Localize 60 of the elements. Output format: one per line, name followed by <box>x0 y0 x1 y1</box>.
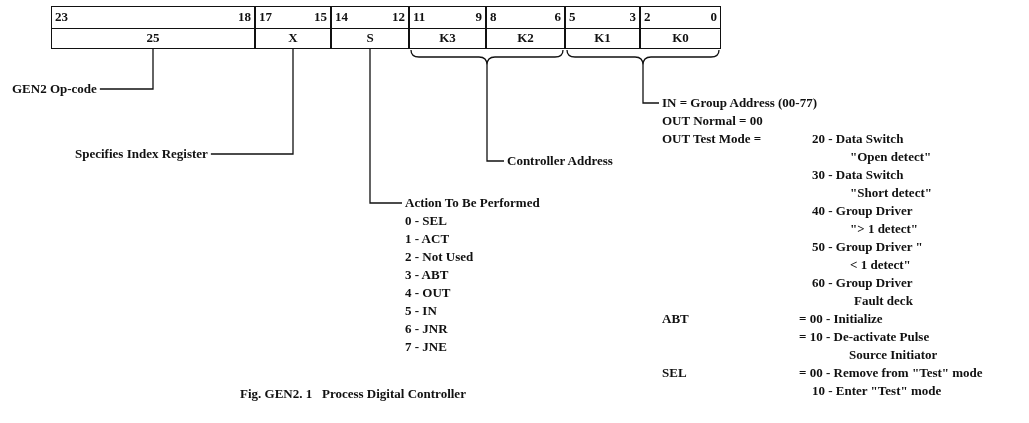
bit-number: 8 <box>490 8 497 26</box>
note-line: = 00 - Initialize <box>799 310 883 328</box>
list-item: 3 - ABT <box>405 266 449 284</box>
field-label: GEN2 Op-code <box>12 80 97 98</box>
note-line: 50 - Group Driver "< 1 detect" <box>812 238 924 274</box>
list-item: 7 - JNE <box>405 338 447 356</box>
note-line: = 10 - De-activate Pulse Source Initiator <box>799 328 939 364</box>
note-line: 30 - Data Switch "Short detect" <box>812 166 933 202</box>
bit-number: 9 <box>475 8 482 26</box>
note-line: OUT Test Mode = <box>662 130 762 148</box>
field-cell: S <box>331 28 409 49</box>
bit-range-cell <box>51 6 255 29</box>
field-label: Specifies Index Register <box>75 145 208 163</box>
bit-number: 5 <box>569 8 576 26</box>
bit-number: 18 <box>238 8 251 26</box>
bit-number: 12 <box>392 8 405 26</box>
list-item: 4 - OUT <box>405 284 451 302</box>
field-cell: K0 <box>640 28 721 49</box>
field-cell: K1 <box>565 28 640 49</box>
note-line: OUT Normal = 00 <box>662 112 763 130</box>
bit-number: 3 <box>629 8 636 26</box>
bit-range-cell <box>565 6 640 29</box>
bit-number: 2 <box>644 8 651 26</box>
note-line: SEL <box>662 364 687 382</box>
list-item: 1 - ACT <box>405 230 450 248</box>
list-heading: Action To Be Performed <box>405 194 540 212</box>
note-line: 40 - Group Driver "> 1 detect" <box>812 202 920 238</box>
field-label: Controller Address <box>507 152 613 170</box>
bit-number: 11 <box>413 8 426 26</box>
brace-leader <box>566 49 720 104</box>
field-cell: X <box>255 28 331 49</box>
list-item: 0 - SEL <box>405 212 447 230</box>
note-line: IN = Group Address (00-77) <box>662 94 817 112</box>
leader-line <box>99 48 154 90</box>
note-line: = 00 - Remove from "Test" mode <box>799 364 983 382</box>
bit-range-cell <box>331 6 409 29</box>
field-cell: K3 <box>409 28 486 49</box>
bit-number: 17 <box>259 8 272 26</box>
figure-caption: Fig. GEN2. 1 Process Digital Controller <box>240 385 466 403</box>
leader-line <box>210 48 294 155</box>
bit-number: 23 <box>55 8 68 26</box>
bit-number: 14 <box>335 8 348 26</box>
field-cell: 25 <box>51 28 255 49</box>
list-item: 5 - IN <box>405 302 437 320</box>
list-item: 2 - Not Used <box>405 248 474 266</box>
note-line: 20 - Data Switch "Open detect" <box>812 130 933 166</box>
list-item: 6 - JNR <box>405 320 448 338</box>
bit-number: 0 <box>710 8 717 26</box>
note-line: 60 - Group Driver Fault deck <box>812 274 914 310</box>
leader-line <box>369 48 403 204</box>
bit-range-cell <box>255 6 331 29</box>
bit-range-cell <box>640 6 721 29</box>
bit-range-cell <box>409 6 486 29</box>
field-cell: K2 <box>486 28 565 49</box>
bit-number: 15 <box>314 8 327 26</box>
note-line: ABT <box>662 310 689 328</box>
brace-leader <box>410 49 564 162</box>
note-line: 10 - Enter "Test" mode <box>812 382 942 400</box>
bit-number: 6 <box>554 8 561 26</box>
bit-range-cell <box>486 6 565 29</box>
